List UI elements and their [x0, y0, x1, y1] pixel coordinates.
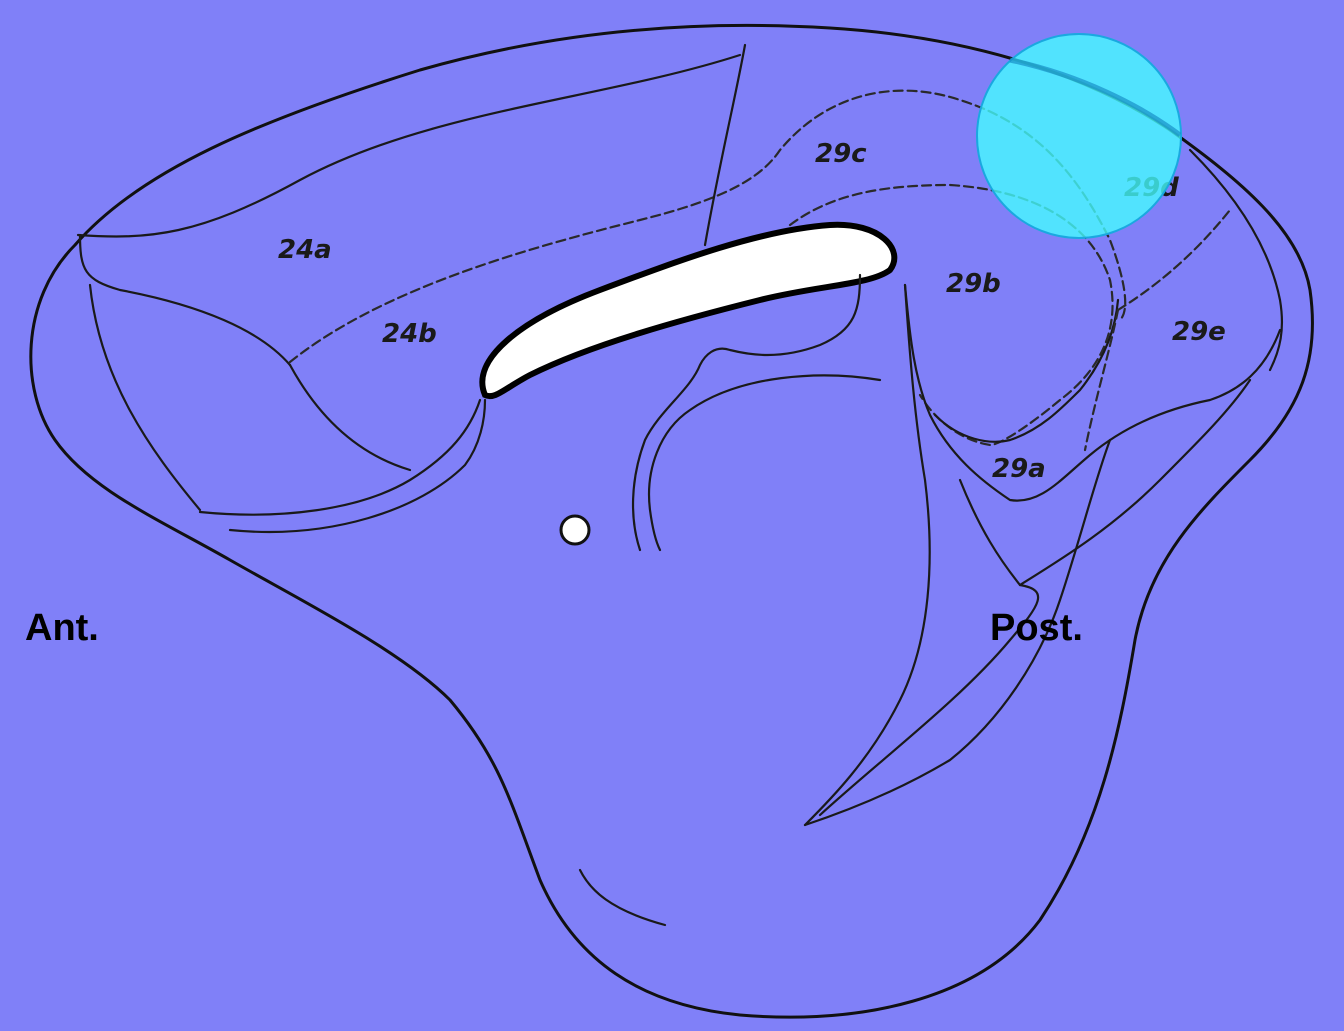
sulcus-line-left-lower — [290, 365, 410, 470]
region-label-29e: 29e — [1172, 317, 1226, 347]
cingulate-lower-curve — [200, 400, 480, 515]
region-label-29a: 29a — [992, 454, 1046, 484]
orientation-anterior: Ant. — [25, 607, 99, 649]
sulcus-line-left-top — [80, 235, 290, 365]
corpus-callosum — [482, 225, 894, 396]
region-label-29b: 29b — [946, 269, 1001, 299]
area-boundary-24-29 — [705, 45, 745, 245]
area-boundary-29d-29e — [1118, 210, 1230, 310]
fornix-inner-curve — [649, 375, 880, 550]
region-label-24a: 24a — [278, 235, 332, 265]
region-label-29c: 29c — [815, 139, 867, 169]
sulcus-line-upper — [78, 55, 740, 236]
region-label-24b: 24b — [382, 319, 437, 349]
temporal-curve-mid — [960, 480, 1020, 585]
temporal-curve-outer — [805, 285, 930, 825]
area-boundary-29e-lower — [1085, 310, 1118, 450]
uncus-curve — [580, 870, 665, 925]
cingulate-lower-curve-2 — [230, 400, 485, 532]
sulcus-line-left-arc — [90, 285, 200, 510]
temporal-curve-right — [1020, 380, 1250, 585]
anterior-commissure — [561, 516, 589, 544]
orientation-posterior: Post. — [990, 607, 1083, 649]
highlight-circle-29d — [977, 34, 1181, 238]
